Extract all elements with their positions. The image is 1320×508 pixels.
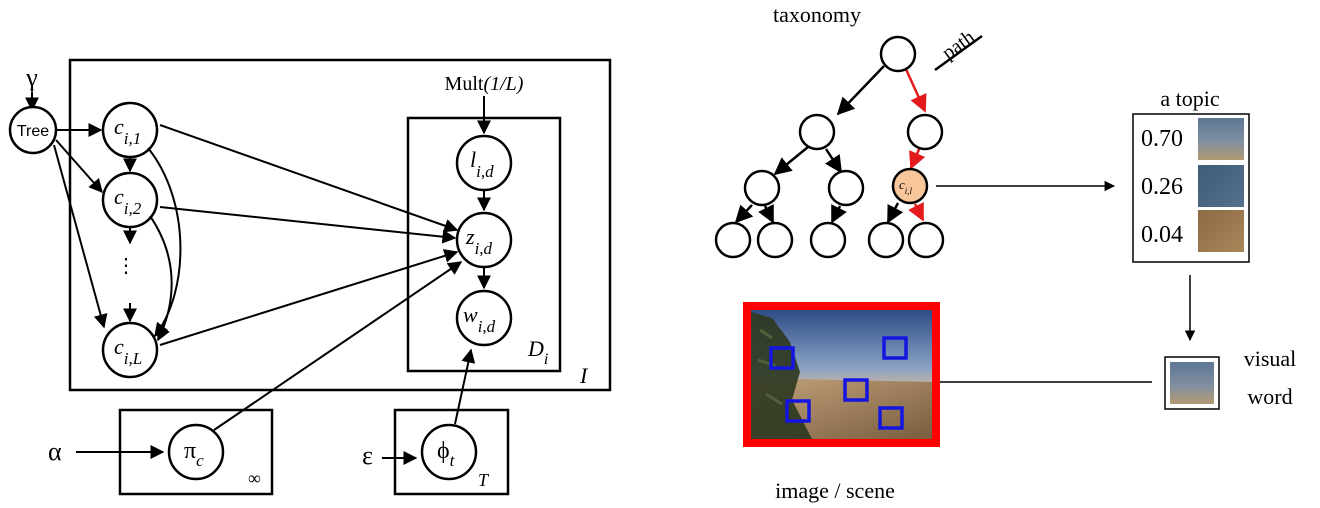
scene: image / scene [743,302,940,503]
tree-node-l3-a [714,221,752,259]
w-label: wi,d [463,302,496,336]
topic-weight-3: 0.04 [1141,222,1183,248]
c-i-L-label: ci,L [114,334,142,368]
w-node [455,289,513,347]
topic-weight-2: 0.26 [1141,174,1183,200]
taxonomy: taxonomy path [714,2,1116,259]
plate-T [393,408,510,496]
highlighted-node [891,167,929,205]
visual-word-line2: word [1247,384,1292,409]
highlighted-node-label: ci,l [899,177,913,196]
scene-boxes [769,336,908,430]
taxonomy-title: taxonomy [773,2,861,27]
plate-I [68,58,612,392]
tree-node-l1-left [798,113,836,151]
graphical-model: γ Tree I Di Mult(1/L) ci,1 ci,2 ⋮ ci,L l… [8,58,612,496]
taxonomy-edges [734,34,983,224]
alpha-label: α [48,437,62,466]
model-edges [53,123,491,431]
taxonomy-path [903,66,927,222]
l-node [455,134,513,192]
scene-foliage-detail [757,328,783,406]
tree-node-l3-c [809,221,847,259]
c-i-1-label: ci,1 [114,114,141,148]
l-label: li,d [470,147,494,181]
tree-node-l2-a [743,169,781,207]
c-i-2-node [101,171,159,229]
scene-caption: image / scene [775,478,895,503]
taxonomy-nodes [714,35,945,259]
tree-node-l2-b [827,169,865,207]
visual-word-patch [1170,362,1214,404]
topic-title: a topic [1160,86,1219,111]
scene-foliage [751,312,812,439]
path-label: path [938,26,979,64]
plate-I-label: I [579,363,589,388]
topic-weight-1: 0.70 [1141,126,1183,152]
phi-node [420,423,478,481]
visual-word-line1: visual [1244,346,1297,371]
c-i-L-node [101,321,159,379]
topic-patch-1 [1198,118,1244,160]
mult-label: Mult(1/L) [445,73,524,95]
epsilon-label: ε [362,441,373,470]
topic-patch-3 [1198,210,1244,252]
infinity-label: ∞ [248,468,261,488]
tree-node-l3-b [756,221,794,259]
T-label: T [478,470,490,490]
topic: a topic 0.70 0.26 0.04 [1132,86,1250,342]
z-node [455,211,513,269]
c-i-1-node [101,101,159,159]
z-label: zi,d [465,224,493,258]
c-ellipsis: ⋮ [116,255,136,277]
tree-node [8,105,58,155]
c-i-2-label: ci,2 [114,184,142,218]
gamma-label: γ [25,63,38,92]
tree-root-node [879,35,917,73]
pi-label: πc [184,438,204,470]
tree-label: Tree [17,123,49,140]
tree-node-l1-right [906,113,944,151]
pi-node [167,423,225,481]
plate-D-label: Di [527,336,548,368]
phi-label: ϕt [437,438,456,470]
tree-node-l3-d [867,221,905,259]
topic-patch-2 [1198,165,1244,207]
tree-node-l3-e [907,221,945,259]
